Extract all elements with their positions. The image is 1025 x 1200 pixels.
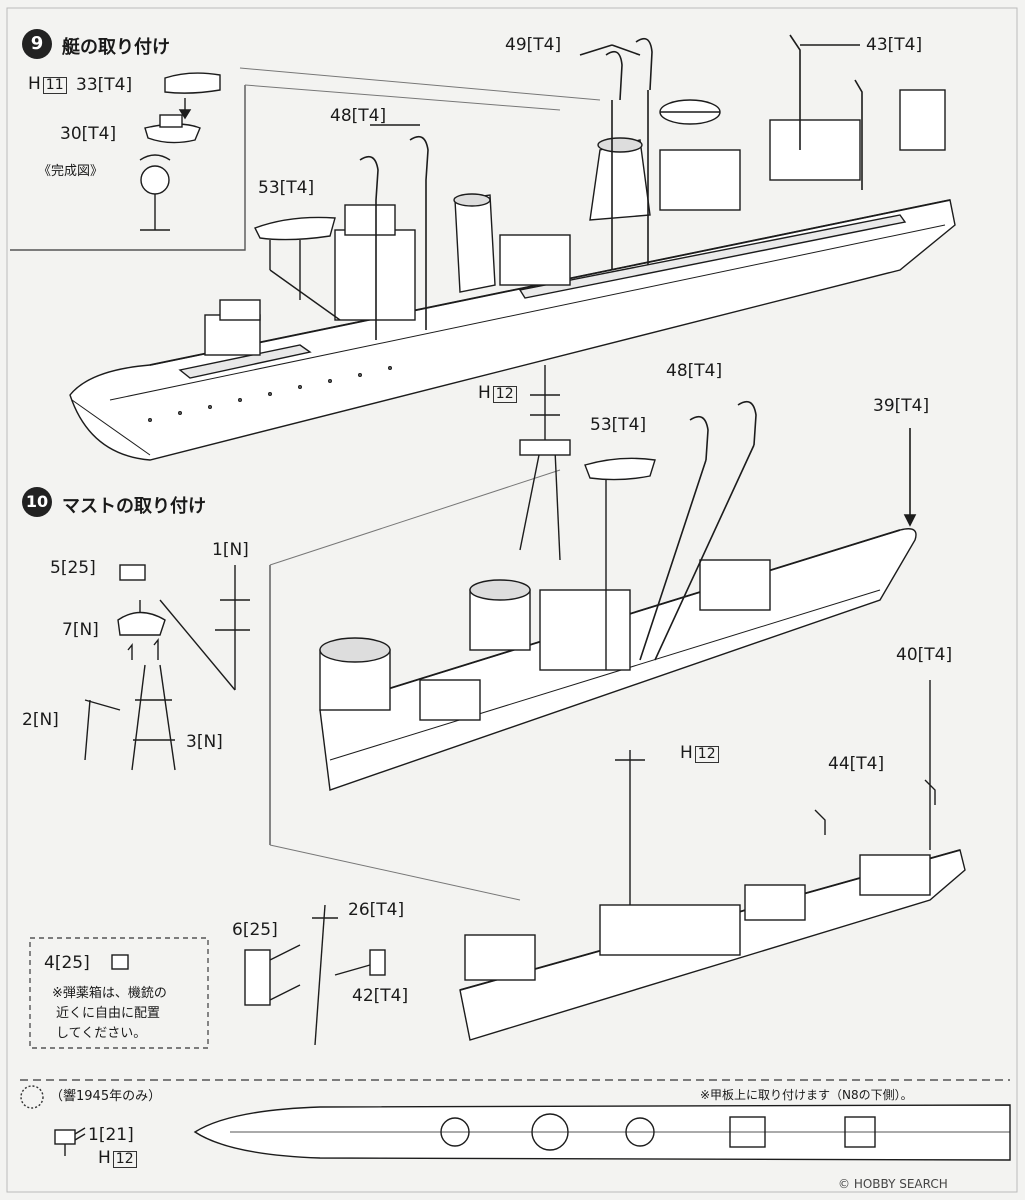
part-3-label: 3[N] xyxy=(186,732,223,752)
boat-part-33 xyxy=(164,72,221,120)
part-1b-label: 1[21] xyxy=(88,1125,134,1145)
step-10-title: マストの取り付け xyxy=(62,496,206,517)
lifeboat-step9 xyxy=(659,99,721,125)
part-30-label: 30[T4] xyxy=(60,124,117,144)
complete-view-label: 《完成図》 xyxy=(38,164,104,179)
ammo-box-icon xyxy=(111,954,129,970)
part-53b-label: 53[T4] xyxy=(590,415,647,435)
step-9-badge: 9 xyxy=(22,29,52,59)
hibiki-1945-note: （響1945年のみ） xyxy=(50,1089,162,1104)
part-6-label: 6[25] xyxy=(232,920,278,940)
page-border xyxy=(6,7,1018,1193)
hibiki-marker-icon xyxy=(20,1085,44,1109)
part-44-label: 44[T4] xyxy=(828,754,885,774)
deck-mount-note: ※甲板上に取り付けます（N8の下側）。 xyxy=(700,1088,913,1102)
part-7-label: 7[N] xyxy=(62,620,99,640)
hobby-search-watermark: © HOBBY SEARCH xyxy=(838,1177,948,1191)
boat-part-30 xyxy=(144,114,201,144)
boat-complete-view xyxy=(139,154,171,231)
boat-part-53-step9 xyxy=(254,216,341,321)
davit-pair-49 xyxy=(579,37,653,270)
stanchion-39 xyxy=(903,428,917,527)
part-4-label: 4[25] xyxy=(44,953,90,973)
step9-callout-frame xyxy=(10,85,246,251)
mast-part-26 xyxy=(244,904,386,1046)
mg-pair-43 xyxy=(789,34,863,190)
part-39-label: 39[T4] xyxy=(873,396,930,416)
part-40-label: 40[T4] xyxy=(896,645,953,665)
destroyer-hull-step9 xyxy=(69,89,956,461)
ammo-box-note: ※弾薬箱は、機銃の 近くに自由に配置 してください。 xyxy=(52,986,167,1041)
step-9-title: 艇の取り付け xyxy=(62,37,170,58)
aa-gun-part-1 xyxy=(54,1127,86,1156)
boat-part-53-step10 xyxy=(584,457,656,670)
part-1-label: 1[N] xyxy=(212,540,249,560)
part-42-label: 42[T4] xyxy=(352,986,409,1006)
part-43-label: 43[T4] xyxy=(866,35,923,55)
davit-pair-48-step9 xyxy=(359,124,429,340)
part-26-label: 26[T4] xyxy=(348,900,405,920)
part-33-label: 33[T4] xyxy=(76,75,133,95)
part-48b-label: 48[T4] xyxy=(666,361,723,381)
plan-view-hull xyxy=(193,1104,1011,1161)
destroyer-hull-step10 xyxy=(319,365,917,791)
davit-pair-48-step10 xyxy=(639,400,757,661)
mast-assembly-parts xyxy=(84,564,250,771)
part-49-label: 49[T4] xyxy=(505,35,562,55)
callout-line xyxy=(244,84,561,111)
part-2-label: 2[N] xyxy=(22,710,59,730)
part-48a-label: 48[T4] xyxy=(330,106,387,126)
step-10-badge: 10 xyxy=(22,487,52,517)
part-53a-label: 53[T4] xyxy=(258,178,315,198)
part-5-label: 5[25] xyxy=(50,558,96,578)
destroyer-hull-step10-aft xyxy=(459,680,966,1041)
